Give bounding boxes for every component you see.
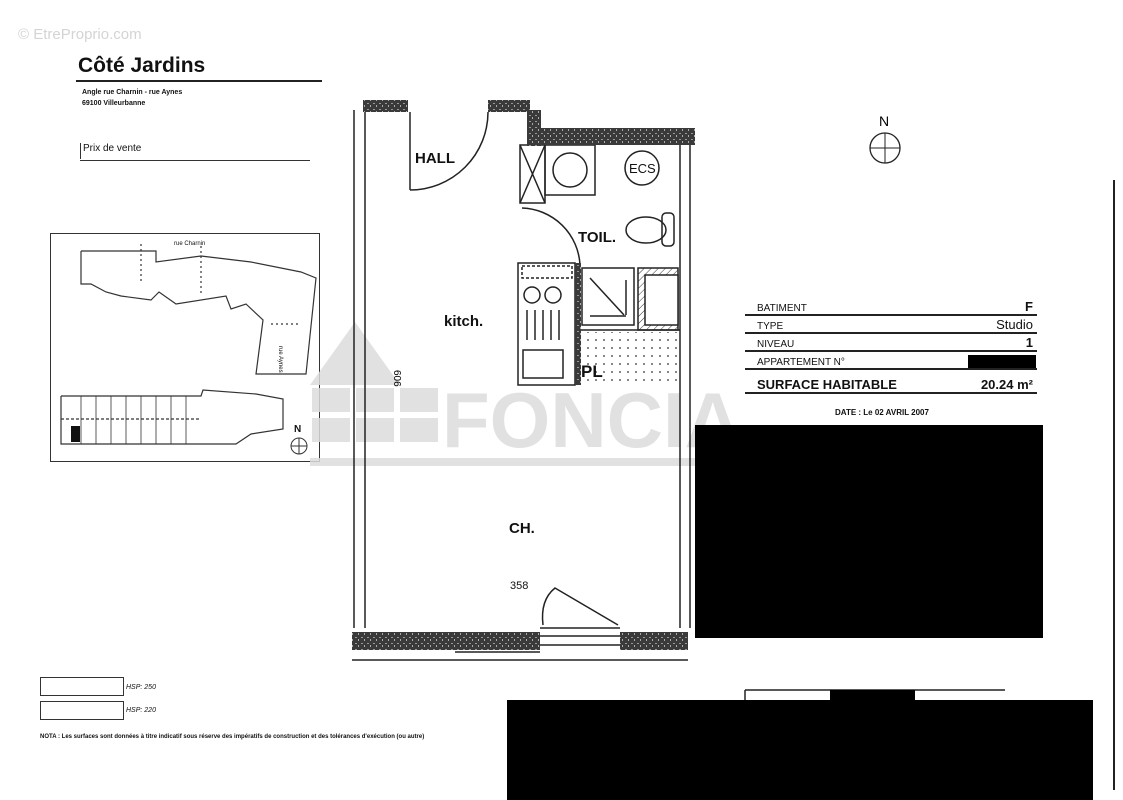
room-label-ecs: ECS — [629, 161, 656, 176]
info-row-type: TYPE Studio — [745, 316, 1037, 334]
surface-label: SURFACE HABITABLE — [757, 377, 897, 392]
info-row-appartement: APPARTEMENT N° — [745, 352, 1037, 370]
address-line-1: Angle rue Charnin - rue Aynes — [82, 89, 183, 96]
info-label: APPARTEMENT N° — [757, 357, 845, 368]
foncia-watermark-text: FONCIA — [442, 376, 741, 464]
info-label: NIVEAU — [757, 339, 795, 350]
redacted-apartment-number — [968, 355, 1036, 368]
legend-label-220: HSP: 220 — [126, 707, 156, 714]
room-label-toilet: TOIL. — [578, 229, 617, 246]
info-label: TYPE — [757, 321, 784, 332]
room-label-kitchen: kitch. — [444, 313, 484, 330]
site-north-label: N — [294, 424, 302, 435]
info-row-batiment: BATIMENT F — [745, 298, 1037, 316]
toilet-icon — [625, 216, 667, 244]
nota-disclaimer: NOTA : Les surfaces sont données à titre… — [40, 734, 425, 740]
water-heater-icon — [624, 150, 660, 186]
apartment-info-table: BATIMENT F TYPE Studio NIVEAU 1 APPARTEMENT… — [745, 298, 1037, 394]
foncia-watermark-logo — [310, 322, 802, 466]
shower — [581, 267, 635, 326]
dimension-width: 358 — [510, 580, 529, 592]
north-label: N — [879, 113, 889, 129]
project-title: Côté Jardins — [78, 54, 206, 77]
address-line-2: 69100 Villeurbanne — [82, 100, 146, 107]
unit-marker — [71, 426, 80, 442]
legend-label-250: HSP: 250 — [126, 684, 156, 691]
dimension-length: 606 — [391, 370, 402, 387]
info-value: 1 — [1025, 335, 1033, 350]
info-label: BATIMENT — [757, 303, 807, 314]
info-value: F — [1025, 299, 1033, 314]
legend-swatch-220 — [40, 701, 124, 720]
legend-swatch-250 — [40, 677, 124, 696]
redaction-block — [507, 700, 1093, 800]
surface-value: 20.24 m² — [980, 377, 1033, 392]
street-label-top: rue Charnin — [174, 241, 206, 247]
site-plan: rue Charnin rue Aynes N — [50, 233, 320, 462]
site-plan-drawing — [60, 244, 317, 455]
redaction-block — [695, 425, 1043, 638]
walls — [352, 100, 695, 650]
info-value: Studio — [996, 317, 1033, 332]
price-label: Prix de vente — [80, 143, 141, 159]
price-divider — [80, 160, 310, 161]
site-watermark: © EtreProprio.com — [18, 26, 142, 43]
room-label-hall: HALL — [415, 150, 455, 167]
info-row-niveau: NIVEAU 1 — [745, 334, 1037, 352]
fridge — [522, 349, 564, 379]
room-label-closet: PL — [581, 362, 603, 381]
plan-date: DATE : Le 02 AVRIL 2007 — [835, 408, 929, 417]
info-row-surface: SURFACE HABITABLE 20.24 m² — [745, 370, 1037, 394]
room-label-bedroom: CH. — [509, 520, 535, 537]
title-divider — [76, 80, 322, 82]
